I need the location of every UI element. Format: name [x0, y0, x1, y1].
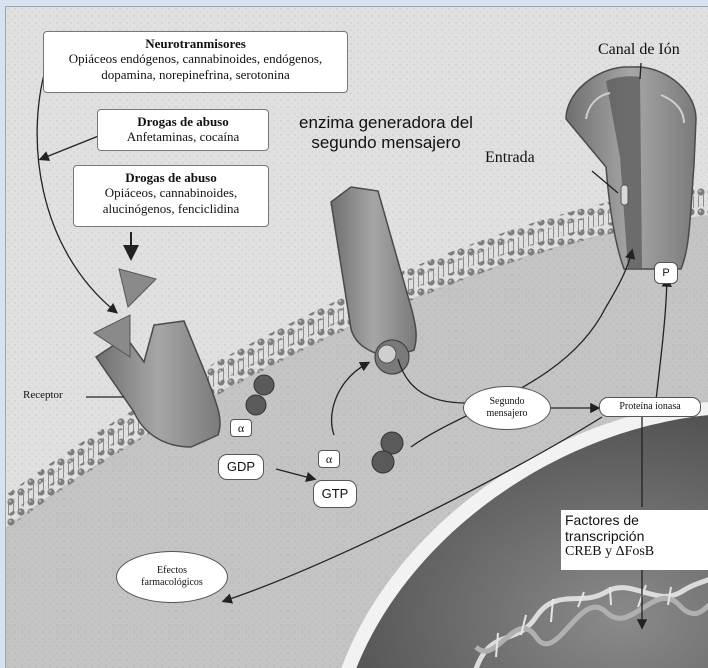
diagram-frame: Neurotranmisores Opiáceos endógenos, can… — [5, 6, 708, 668]
drugs-of-abuse-2-line-1: Opiáceos, cannabinoides, — [74, 185, 268, 201]
gdp-pill: GDP — [218, 454, 264, 480]
neurotransmitters-line-2: dopamina, norepinefrina, serotonina — [44, 67, 347, 83]
protein-kinase-pill: Proteína ionasa — [599, 397, 701, 417]
transcription-line-1: Factores de — [565, 512, 705, 528]
entrance-label: Entrada — [485, 149, 535, 167]
neurotransmitters-box: Neurotranmisores Opiáceos endógenos, can… — [43, 31, 348, 93]
drugs-of-abuse-box-2: Drogas de abuso Opiáceos, cannabinoides,… — [73, 165, 269, 227]
gtp-pill: GTP — [313, 480, 357, 508]
neurotransmitters-line-1: Opiáceos endógenos, cannabinoides, endóg… — [44, 51, 347, 67]
alpha-subunit-receptor: α — [230, 419, 252, 437]
second-messenger-line-1: Segundo — [490, 396, 525, 408]
alpha-subunit-free: α — [318, 450, 340, 468]
g-gamma-subunit — [254, 375, 274, 395]
effects-line-2: farmacológicos — [141, 577, 203, 589]
transcription-line-2: transcripción — [565, 528, 705, 544]
phosphate-pill: P — [654, 262, 678, 284]
transcription-line-3: CREB y ΔFosB — [565, 544, 705, 560]
neurotransmitters-title: Neurotranmisores — [44, 36, 347, 51]
drugs-of-abuse-1-title: Drogas de abuso — [98, 114, 268, 129]
free-g-beta — [372, 451, 394, 473]
ion-channel-label: Canal de Ión — [598, 41, 680, 59]
effects-line-1: Efectos — [157, 565, 187, 577]
second-messenger-line-2: mensajero — [486, 408, 527, 420]
drugs-of-abuse-box-1: Drogas de abuso Anfetaminas, cocaína — [97, 109, 269, 151]
g-beta-subunit — [246, 395, 266, 415]
enzyme-label-line-1: enzima generadora del — [281, 113, 491, 133]
drugs-of-abuse-1-line-1: Anfetaminas, cocaína — [98, 129, 268, 145]
pharmacological-effects-oval: Efectos farmacológicos — [116, 551, 228, 603]
enzyme-label-line-2: segundo mensajero — [281, 133, 491, 153]
second-messenger-oval: Segundo mensajero — [463, 386, 551, 430]
drugs-of-abuse-2-title: Drogas de abuso — [74, 170, 268, 185]
enzyme-label: enzima generadora del segundo mensajero — [281, 113, 491, 153]
transcription-factors-label: Factores de transcripción CREB y ΔFosB — [561, 510, 708, 570]
drugs-of-abuse-2-line-2: alucinógenos, fenciclidina — [74, 201, 268, 217]
receptor-label: Receptor — [23, 389, 63, 401]
